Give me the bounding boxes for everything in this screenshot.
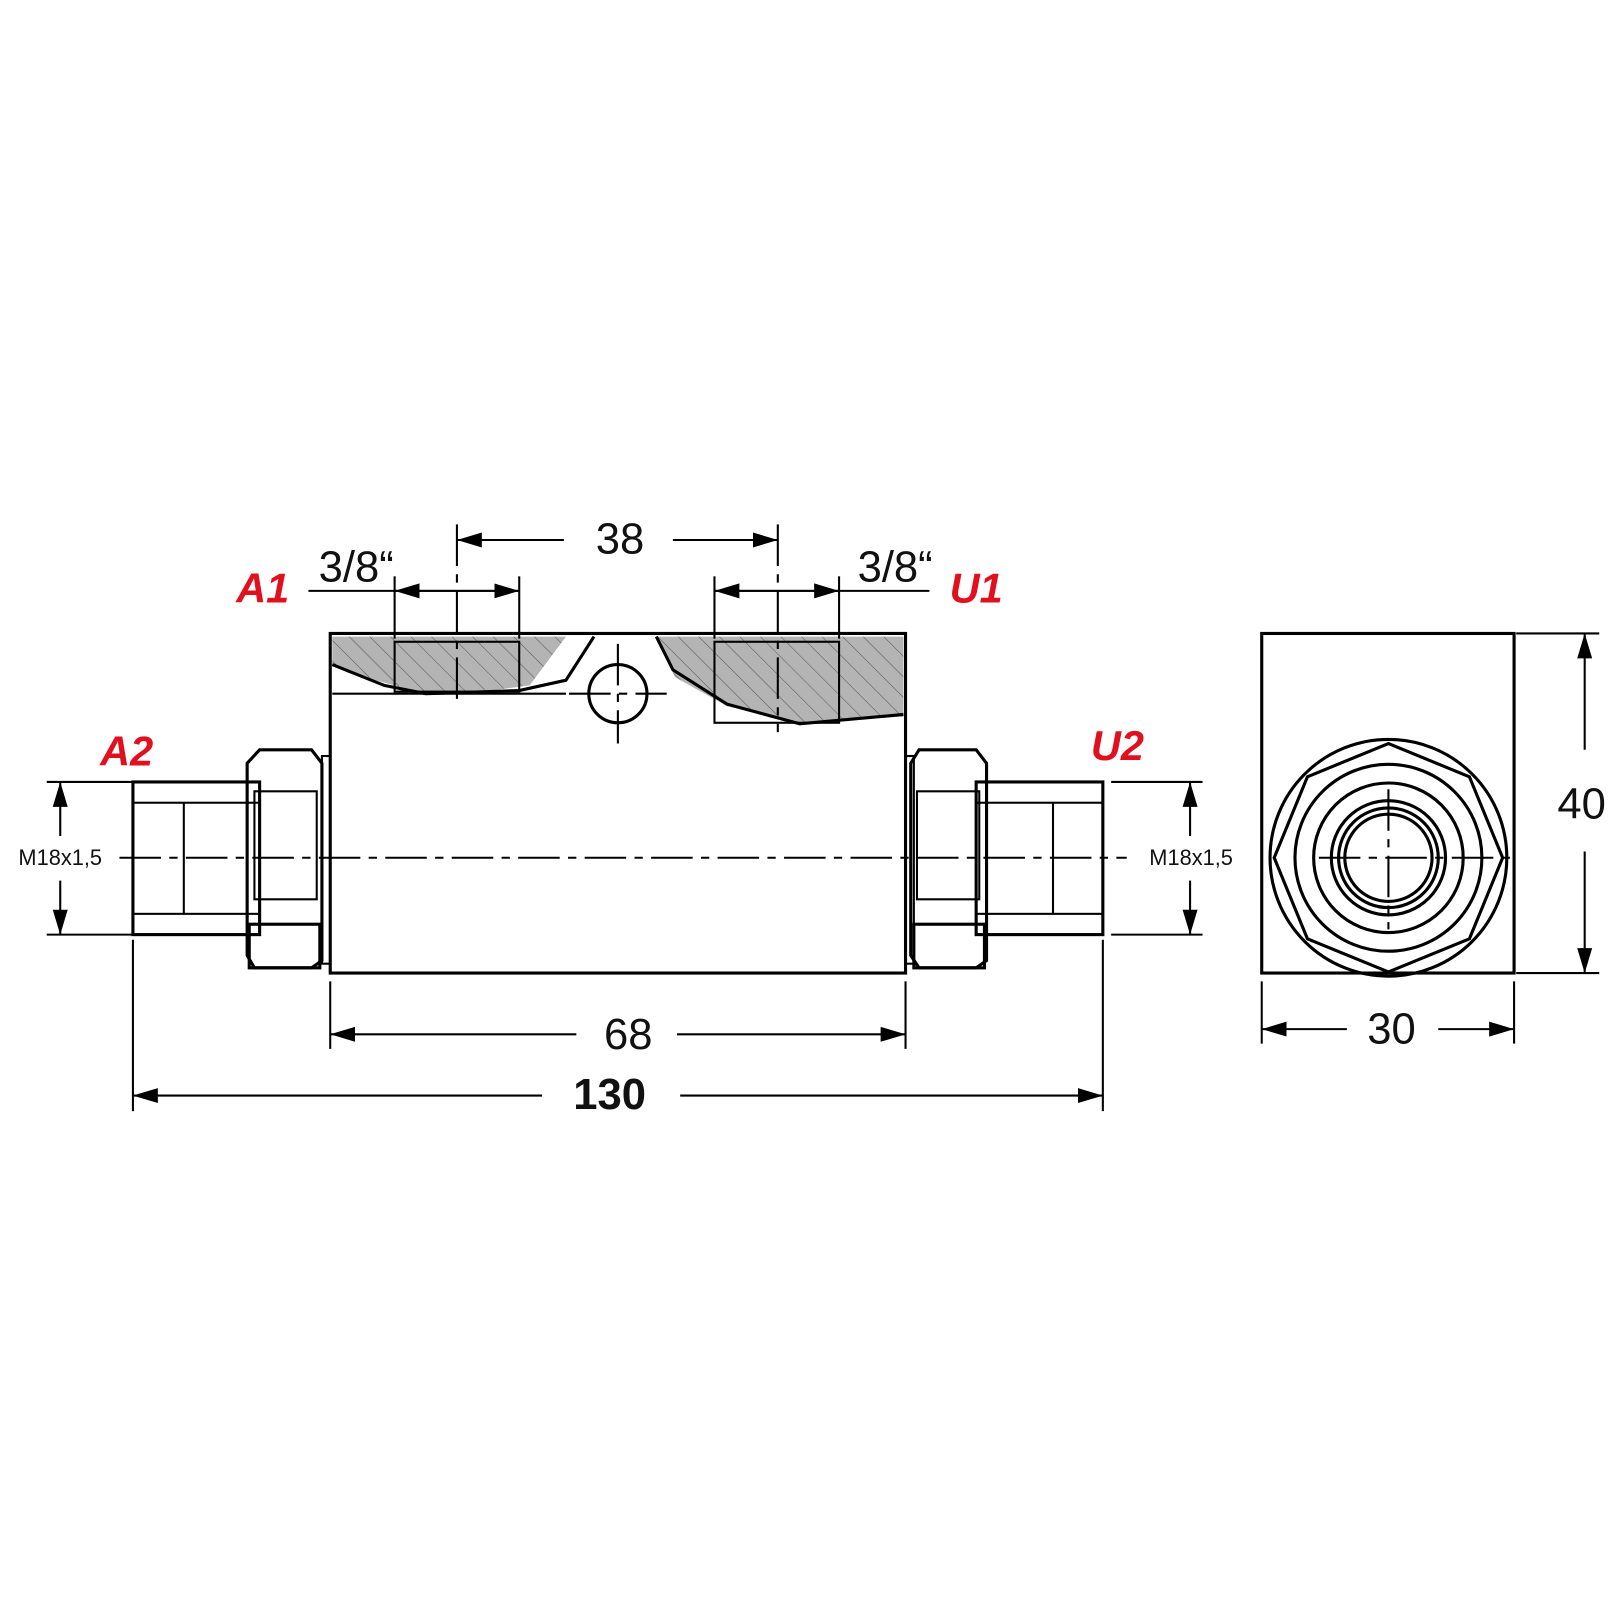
port-label-a1: A1 — [235, 564, 289, 611]
dim-width: 30 — [1367, 1006, 1416, 1054]
dim-total-length: 130 — [573, 1071, 646, 1119]
dim-port-spacing: 38 — [596, 516, 645, 564]
left-fitting — [131, 748, 332, 970]
port-label-a2: A2 — [99, 727, 153, 774]
dim-body-length: 68 — [604, 1011, 653, 1059]
port-label-u1: U1 — [950, 564, 1003, 611]
thread-top-left: 3/8“ — [319, 544, 394, 592]
dim-height: 40 — [1557, 780, 1606, 828]
port-label-u2: U2 — [1091, 722, 1144, 769]
valve-body-side — [1260, 631, 1516, 978]
thread-top-right: 3/8“ — [858, 544, 933, 592]
thread-side-left: M18x1,5 — [18, 845, 102, 870]
thread-side-right: M18x1,5 — [1149, 845, 1233, 870]
valve-body-front — [328, 524, 908, 975]
dimension-lines — [46, 532, 1600, 1112]
